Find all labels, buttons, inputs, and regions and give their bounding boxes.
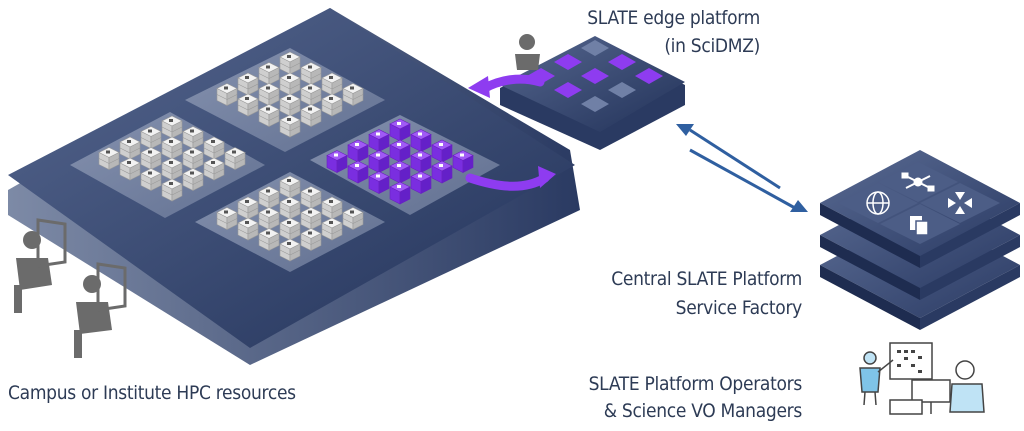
server-node (182, 147, 204, 170)
server-node-highlighted (410, 129, 432, 152)
server-node (258, 207, 280, 230)
server-node-highlighted (389, 181, 411, 205)
server-node (321, 196, 343, 220)
edge-tile-highlighted (608, 54, 636, 70)
server-node (140, 168, 162, 191)
server-node (279, 217, 301, 241)
campus-hpc-label: Campus or Institute HPC resources (8, 382, 296, 404)
user-at-computer-icon (74, 262, 127, 358)
campus-hpc-platform (8, 8, 580, 365)
central-platform-label-line2: Service Factory (675, 297, 803, 319)
server-node (203, 157, 225, 181)
person-icon (515, 34, 540, 70)
edge-tile-highlighted (554, 54, 582, 70)
server-node-highlighted (347, 160, 369, 184)
edge-tile (608, 82, 636, 98)
operators-label-line1: SLATE Platform Operators (588, 373, 803, 395)
user-at-computer-icon (14, 218, 67, 313)
edge-platform (468, 36, 685, 150)
server-node (161, 115, 183, 139)
server-node (300, 104, 322, 127)
server-node (161, 157, 183, 181)
server-node (258, 62, 280, 85)
server-node (342, 207, 364, 230)
server-node (300, 228, 322, 251)
server-node-highlighted (326, 150, 348, 173)
server-node (182, 126, 204, 149)
server-node (258, 104, 280, 127)
server-node (258, 186, 280, 209)
server-node (98, 147, 120, 170)
server-node-highlighted (431, 160, 453, 184)
arrows-in-icon (948, 192, 972, 214)
bidirectional-arrows (676, 124, 808, 212)
server-node-highlighted (347, 139, 369, 163)
server-node (258, 83, 280, 106)
server-node (300, 186, 322, 209)
server-node (279, 51, 301, 75)
server-node-highlighted (410, 150, 432, 173)
central-platform-label-line1: Central SLATE Platform (611, 268, 802, 290)
server-node (203, 136, 225, 160)
server-node (279, 114, 301, 138)
copy-icon (910, 216, 929, 236)
server-node-highlighted (431, 139, 453, 163)
server-node (300, 83, 322, 106)
server-node (321, 93, 343, 117)
server-node (279, 196, 301, 220)
server-node (119, 136, 141, 160)
server-node-highlighted (452, 150, 474, 173)
server-node (216, 83, 238, 106)
server-node (224, 147, 246, 170)
server-node-highlighted (389, 160, 411, 184)
server-node (140, 147, 162, 170)
server-node-highlighted (368, 129, 390, 152)
operators-label-line2: & Science VO Managers (603, 400, 803, 422)
central-platform-stack (820, 150, 1020, 330)
edge-tile (581, 96, 609, 112)
server-node (279, 175, 301, 199)
server-node-highlighted (389, 139, 411, 163)
server-node (161, 136, 183, 160)
server-node (300, 62, 322, 85)
edge-platform-label-line2: (in SciDMZ) (664, 35, 760, 57)
edge-tile-highlighted (635, 68, 663, 84)
server-node (342, 83, 364, 106)
server-node (119, 157, 141, 181)
server-node (279, 93, 301, 117)
server-node (216, 207, 238, 230)
edge-platform-label-line1: SLATE edge platform (587, 7, 760, 29)
server-node-highlighted (368, 171, 390, 194)
server-node-highlighted (410, 171, 432, 194)
server-node-highlighted (368, 150, 390, 173)
server-node (182, 168, 204, 191)
server-node (237, 217, 259, 241)
edge-tile (581, 40, 609, 56)
network-icon (901, 172, 935, 192)
server-node (237, 93, 259, 117)
server-node (279, 238, 301, 262)
server-node (237, 72, 259, 96)
server-node-highlighted (389, 118, 411, 142)
server-node (140, 126, 162, 149)
edge-tile-highlighted (581, 68, 609, 84)
server-node (258, 228, 280, 251)
server-node (237, 196, 259, 220)
edge-tile-highlighted (554, 82, 582, 98)
server-node (161, 178, 183, 202)
server-node (321, 217, 343, 241)
server-node (321, 72, 343, 96)
server-node (279, 72, 301, 96)
purple-flow-arrow-out (465, 173, 550, 191)
sphere-icon (866, 191, 890, 215)
server-node (300, 207, 322, 230)
presenter-icon (859, 342, 985, 415)
